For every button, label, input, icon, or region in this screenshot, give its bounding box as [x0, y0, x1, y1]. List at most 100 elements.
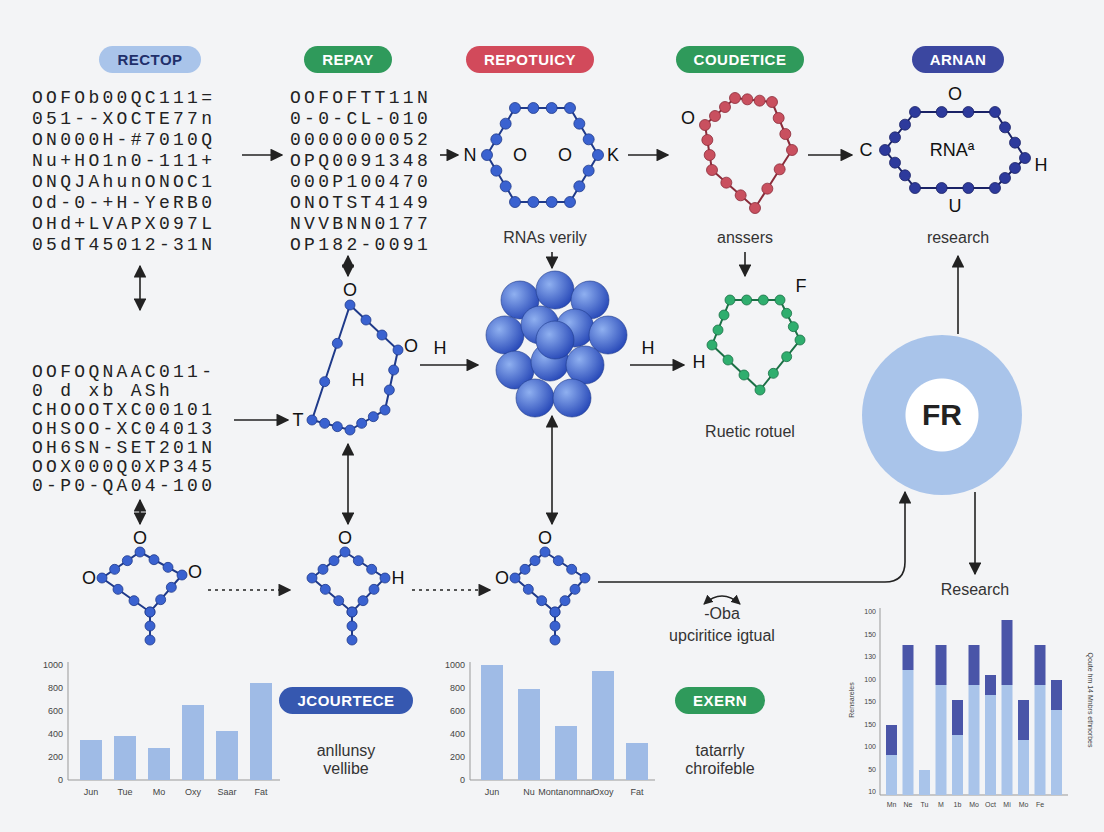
- code-line: 000P100470: [290, 172, 431, 193]
- caption: research: [927, 229, 989, 247]
- category-pill: RECTOP: [99, 46, 200, 73]
- molecule-atom: [936, 183, 947, 194]
- stacked-bar-top: [1002, 620, 1013, 685]
- molecule-atom: [332, 422, 342, 432]
- protein-sphere: [516, 379, 554, 417]
- axis-tick: 1000: [445, 660, 465, 670]
- caption: anllunsy vellibe: [301, 742, 391, 779]
- molecule-atom: [565, 103, 576, 114]
- atom-label: K: [607, 145, 619, 166]
- molecule-atom: [782, 308, 792, 318]
- molecule-atom: [742, 295, 752, 305]
- molecule-atom: [990, 183, 1001, 194]
- molecule-atom: [567, 564, 577, 574]
- caption: -Oba: [704, 605, 740, 623]
- axis-category: Oct: [985, 801, 996, 809]
- category-pill: COUDETICE: [676, 46, 805, 73]
- code-line: ON000H-#7010Q: [32, 130, 215, 151]
- stacked-bar-base: [1051, 710, 1062, 795]
- molecule-atom: [553, 556, 563, 566]
- molecule-atom: [500, 118, 511, 129]
- molecule-atom: [550, 621, 560, 631]
- molecule-atom: [510, 103, 521, 114]
- molecule-bond: [705, 98, 792, 208]
- code-line: Nu+HO1n0-111+: [32, 151, 215, 172]
- molecule-atom: [550, 607, 560, 617]
- axis-category: Mo: [969, 801, 979, 809]
- category-pill: EXERN: [675, 687, 765, 714]
- stacked-bar-base: [1035, 685, 1046, 795]
- atom-label: O: [513, 145, 527, 166]
- molecule-atom: [367, 564, 377, 574]
- caption: RNAs verily: [503, 229, 587, 247]
- axis-category: Oxoy: [592, 787, 613, 797]
- molecule-atom: [145, 607, 155, 617]
- axis-category: Mn: [887, 801, 897, 809]
- axis-category: M: [938, 801, 944, 809]
- molecule-atom: [482, 150, 493, 161]
- molecule-atom: [361, 315, 371, 325]
- axis-tick: 100: [864, 675, 876, 683]
- atom-label: N: [464, 145, 477, 166]
- protein-sphere: [589, 316, 627, 354]
- molecule-atom: [353, 556, 363, 566]
- molecule-atom: [775, 295, 785, 305]
- axis-tick: 50: [868, 765, 876, 773]
- molecule-bond: [102, 552, 182, 612]
- axis-category: Saar: [217, 787, 236, 797]
- code-line: 051--XOCTE77n: [32, 109, 215, 130]
- code-line: Od-0-+H-YeRB0: [32, 193, 215, 214]
- molecule-atom: [347, 635, 357, 645]
- stacked-bar-top: [1051, 680, 1062, 710]
- molecule-atom: [307, 415, 317, 425]
- category-pill: JCOURTECE: [279, 687, 412, 714]
- molecule-atom: [523, 584, 533, 594]
- molecule-atom: [570, 584, 580, 594]
- molecule-atom: [550, 635, 560, 645]
- molecule-atom: [1020, 153, 1031, 164]
- molecule-atom: [546, 197, 557, 208]
- stacked-bar-base: [886, 755, 897, 795]
- atom-label: C: [860, 140, 873, 161]
- molecule-atom: [583, 134, 594, 145]
- molecule-atom: [774, 164, 785, 175]
- molecule-atom: [389, 365, 399, 375]
- node-label: EXERN: [693, 692, 747, 709]
- molecule-atom: [762, 183, 773, 194]
- atom-label: O: [82, 568, 96, 589]
- axis-category: Fat: [630, 787, 643, 797]
- axis-tick: 100: [864, 743, 876, 751]
- molecule-atom: [329, 556, 339, 566]
- molecule-atom: [755, 385, 765, 395]
- molecule-atom: [900, 170, 911, 181]
- atom-label: O: [404, 336, 418, 357]
- category-pill: REPAY: [304, 46, 392, 73]
- molecule-bond: [712, 300, 800, 390]
- molecule-atom: [166, 582, 176, 592]
- molecule-bond: [312, 305, 398, 430]
- stacked-bar-top: [1018, 700, 1029, 740]
- molecule-atom: [721, 177, 732, 188]
- molecule-atom: [145, 621, 155, 631]
- molecule-atom: [113, 584, 123, 594]
- code-line: 0-P0-QA04-100: [32, 476, 215, 497]
- axis-tick: 150: [864, 720, 876, 728]
- molecule-atom: [528, 103, 539, 114]
- molecule-bond: [885, 112, 1025, 188]
- code-line: OOX000Q0XP345: [32, 457, 215, 478]
- atom-label: H: [693, 352, 706, 373]
- axis-tick: 400: [450, 729, 465, 739]
- stacked-bar-base: [1018, 740, 1029, 795]
- code-line: 0-0-CL-010: [290, 109, 431, 130]
- molecule-atom: [320, 377, 330, 387]
- axis-tick: 0: [460, 775, 465, 785]
- molecule-atom: [129, 596, 139, 606]
- molecule-atom: [910, 107, 921, 118]
- code-line: OP182-0091: [290, 235, 431, 256]
- code-line: OPQ0091348: [290, 151, 431, 172]
- atom-label: O: [948, 84, 962, 105]
- molecule-atom: [750, 203, 761, 214]
- axis-tick: 600: [450, 706, 465, 716]
- molecule-atom: [936, 107, 947, 118]
- axis-tick: 1000: [43, 660, 63, 670]
